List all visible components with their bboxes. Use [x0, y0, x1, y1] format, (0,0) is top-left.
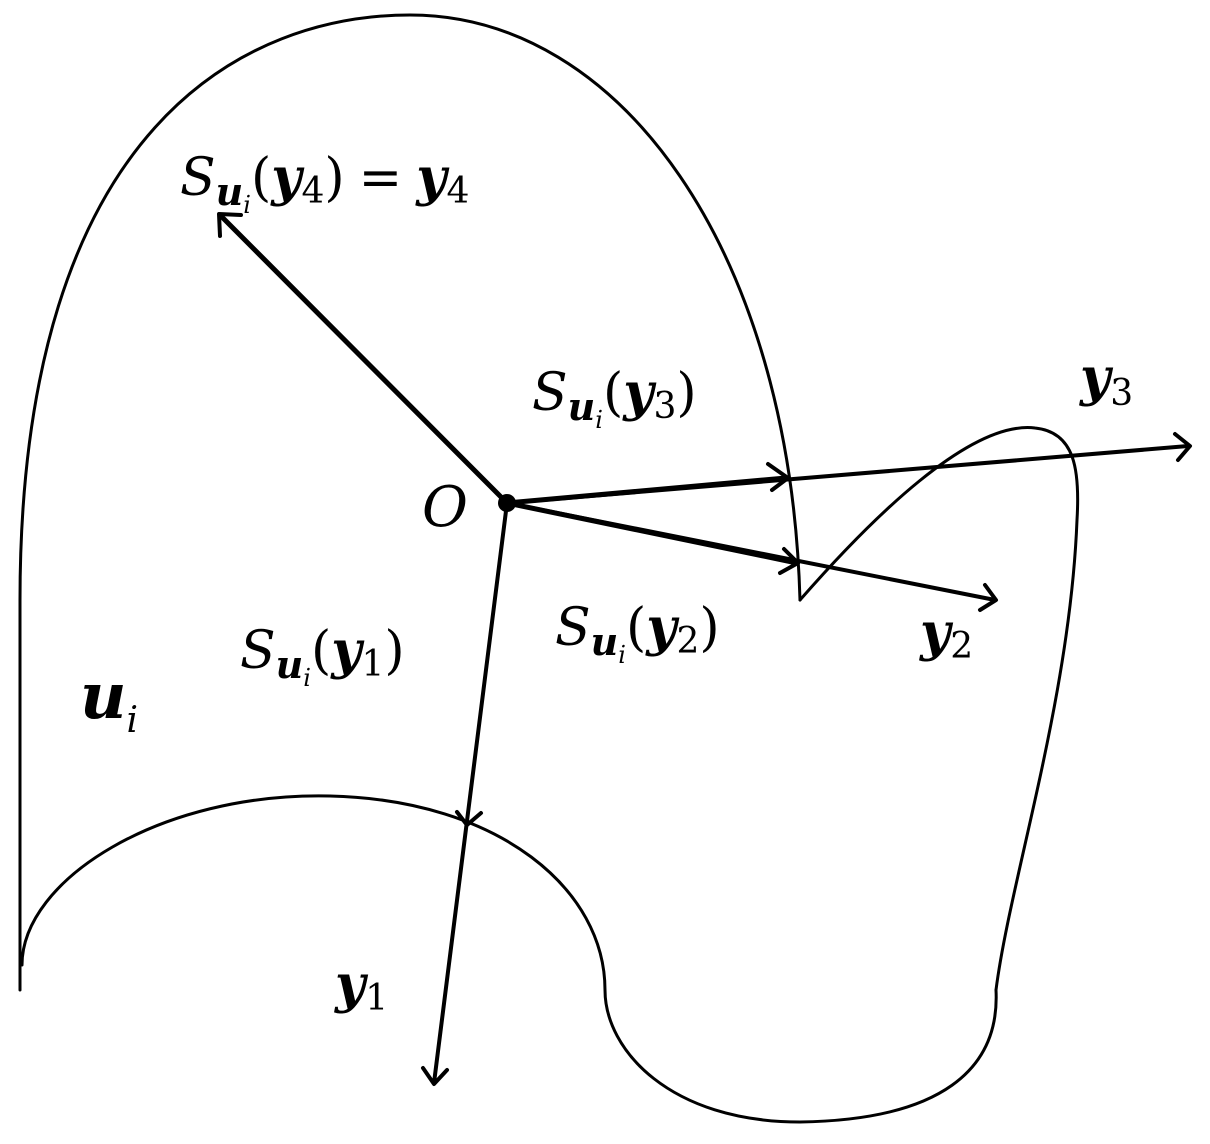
vectors: [217, 212, 1192, 1086]
arrowhead-y1: [421, 1066, 449, 1086]
label-y2-idx: 2: [950, 626, 973, 667]
region-label: ui: [80, 659, 138, 741]
label-s-y2-idx: 2: [676, 621, 699, 662]
arrowhead-s-y2: [778, 547, 800, 575]
label-s-y3-operator: S: [532, 363, 568, 423]
label-s-y2-open: (: [626, 598, 646, 658]
region-boundary: [18, 13, 1080, 1124]
arrowhead-s-y3: [766, 462, 790, 492]
label-s-y1-close: ): [384, 621, 404, 681]
label-s-y4-u: u: [216, 169, 244, 214]
origin-point: [498, 494, 516, 512]
label-s-y1-i: i: [303, 664, 311, 692]
label-s-y4-equals: =: [359, 148, 403, 208]
label-s-y2-y: y: [645, 597, 680, 658]
label-s-y1-open: (: [311, 621, 331, 681]
label-s-y2-u: u: [591, 619, 619, 664]
label-y1-idx: 1: [365, 978, 388, 1019]
label-s-y2-close: ): [699, 598, 719, 658]
label-s-y4-close: ): [324, 148, 344, 208]
label-s-y2-operator: S: [555, 598, 591, 658]
label-s-y4-idx: 4: [301, 171, 324, 212]
region-outer-arc: [18, 13, 802, 992]
label-s-y1-y: y: [330, 620, 365, 681]
label-s-y3-idx: 3: [653, 386, 676, 427]
label-s-y4-y: y: [270, 147, 305, 208]
label-y1-y: y: [334, 954, 369, 1015]
origin-label: O: [422, 475, 468, 540]
label-y2: y2: [919, 602, 973, 667]
region-bottom-lobe: [20, 794, 998, 1124]
arrowhead-y2: [978, 583, 998, 612]
vector-y1: [432, 501, 509, 1085]
label-s-y4-rhs-y: y: [415, 147, 450, 208]
label-y3-idx: 3: [1110, 373, 1133, 414]
label-s-y3-i: i: [595, 406, 603, 434]
label-s-y1-u: u: [276, 642, 304, 687]
label-s-y1-idx: 1: [361, 644, 384, 685]
label-s-y2: Sui(y2): [555, 597, 720, 669]
label-s-y3-y: y: [622, 362, 657, 423]
arrowhead-y4: [217, 212, 243, 238]
label-y3: y3: [1079, 347, 1133, 414]
region-notch-line: [798, 426, 1080, 992]
label-s-y4-rhs-idx: 4: [446, 171, 469, 212]
label-s-y4: Sui(y4)=y4: [180, 147, 469, 219]
label-y2-y: y: [919, 602, 954, 663]
label-s-y2-i: i: [618, 641, 626, 669]
label-s-y4-i: i: [243, 191, 251, 219]
arrowhead-y3: [1173, 432, 1192, 462]
label-s-y3: Sui(y3): [532, 362, 697, 434]
label-s-y3-u: u: [568, 384, 596, 429]
label-y3-y: y: [1079, 347, 1114, 408]
vector-y4: [217, 212, 510, 506]
label-s-y3-close: ): [676, 363, 696, 423]
vector-s-y3: [504, 475, 789, 506]
label-s-y1-operator: S: [240, 621, 276, 681]
vector-s-y2: [504, 500, 800, 566]
label-s-y4-operator: S: [180, 148, 216, 208]
region-label-subscript: i: [127, 700, 139, 741]
arrowhead-s-y1: [455, 810, 483, 827]
label-s-y1: Sui(y1): [240, 620, 405, 692]
label-y1: y1: [334, 954, 388, 1019]
label-s-y4-open: (: [251, 148, 271, 208]
label-s-y3-open: (: [603, 363, 623, 423]
region-label-symbol: u: [80, 659, 127, 734]
